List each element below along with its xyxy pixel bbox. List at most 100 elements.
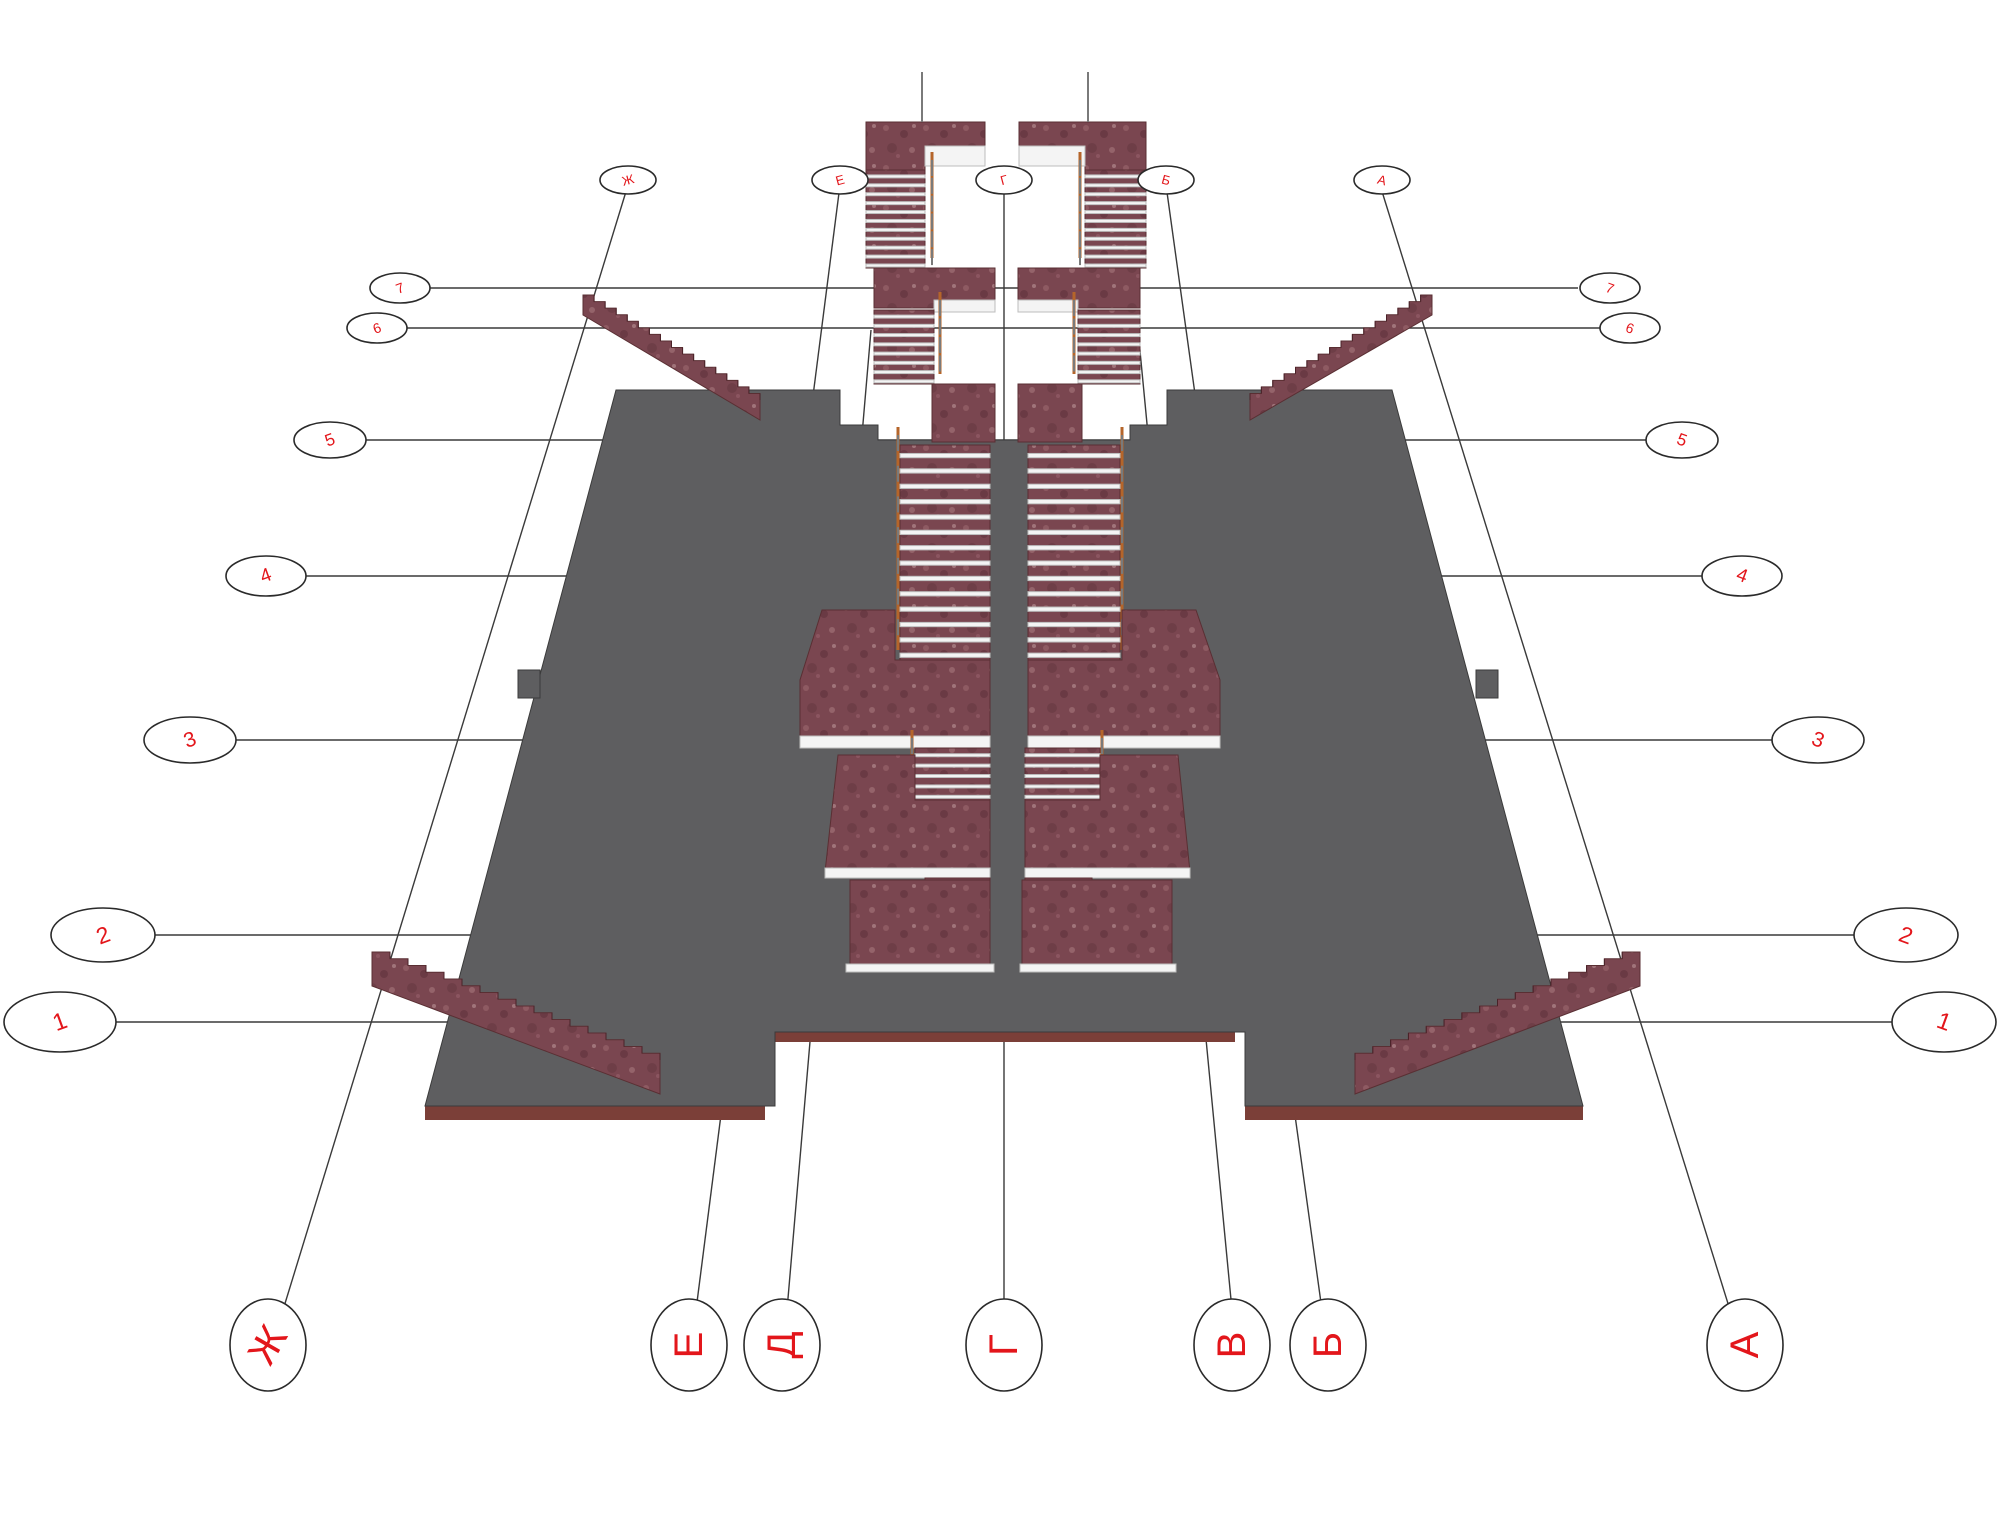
stair-tread (865, 201, 926, 206)
base-slab (424, 389, 1584, 1120)
lower-flight-left (910, 730, 991, 801)
stair-tread (1084, 227, 1147, 232)
stair-tread (1027, 621, 1121, 628)
stair-tread (1084, 245, 1147, 250)
number-bubbles: 7 6 5 4 3 2 1 7 6 5 4 3 2 1 (3, 272, 1997, 1053)
stair-tread (899, 452, 991, 459)
stair-tread (899, 621, 991, 628)
central-stairs (799, 72, 1221, 973)
bubble-2-right: 2 (1853, 907, 1959, 963)
stair-tread (865, 254, 926, 259)
stair-tread (899, 514, 991, 520)
letter-bubbles-bottom: Ж Е Д Г В Б А (229, 1298, 1784, 1392)
stair-tread (865, 218, 926, 223)
slab-stub-left (517, 669, 541, 699)
lower-landing-right (1017, 383, 1083, 443)
main-flight-right (1027, 427, 1124, 661)
stair-tread (873, 314, 935, 319)
bubble-label: В (1210, 1332, 1254, 1359)
stair-tread (865, 210, 926, 215)
stair-tread (873, 360, 935, 365)
middle-flight-left (873, 292, 942, 385)
slab-stub-right (1475, 669, 1499, 699)
stair-tread (899, 499, 991, 505)
stair-tread (1027, 637, 1121, 643)
bubble-label: А (1376, 172, 1389, 189)
bubble-6-left: 6 (346, 312, 408, 344)
bubble-label: А (1723, 1331, 1767, 1358)
stair-tread (914, 774, 991, 779)
stair-tread (865, 263, 926, 268)
stair-tread (914, 794, 991, 799)
stair-tread (899, 545, 991, 551)
stair-tread (873, 323, 935, 328)
axis-line-zh (282, 184, 629, 1311)
stair-tread (865, 183, 926, 188)
main-flight-left (896, 427, 991, 661)
bubble-g-top: Г (975, 165, 1033, 195)
stair-tread (865, 174, 926, 179)
bubble-e-top: Е (811, 165, 869, 195)
bubble-a-top: А (1353, 165, 1411, 195)
bottom-landing-right (1021, 879, 1173, 969)
stair-tread (1084, 183, 1147, 188)
bubble-e-bottom: Е (650, 1298, 728, 1392)
stair-tread (1024, 784, 1101, 789)
stair-tread (1024, 763, 1101, 768)
bubble-label: Д (760, 1331, 804, 1358)
bubble-g-bottom: Г (965, 1298, 1043, 1392)
stair-tread (1077, 379, 1141, 384)
stair-tread (865, 245, 926, 250)
bubble-4-left: 4 (225, 555, 307, 597)
big-landing-left-front (799, 735, 991, 749)
slab-notch-edge (775, 1032, 1235, 1042)
stair-tread (899, 637, 991, 643)
stair-tread (899, 591, 991, 597)
bubble-5-right: 5 (1645, 421, 1719, 459)
bubble-6-right: 6 (1599, 312, 1661, 344)
bubble-2-left: 2 (50, 907, 156, 963)
bubble-d-bottom: Д (743, 1298, 821, 1392)
stair-tread (865, 227, 926, 232)
flight-body (899, 444, 991, 661)
bottom-landing-right-front (1019, 963, 1177, 973)
stair-tread (1027, 606, 1121, 612)
bubble-4-right: 4 (1701, 555, 1783, 597)
stair-tread (1084, 254, 1147, 259)
bottom-landing-left (849, 879, 991, 969)
stair-tread (1084, 201, 1147, 206)
flight-body (1027, 444, 1121, 661)
stair-tread (1077, 351, 1141, 356)
letter-bubbles-top: Ж Е Г Б А (599, 165, 1411, 195)
second-landing-right-front (1024, 867, 1191, 879)
stair-tread (1077, 370, 1141, 375)
bubble-label: Е (834, 172, 847, 189)
bubble-1-right: 1 (1891, 991, 1997, 1053)
stair-tread (899, 575, 991, 582)
big-landing-left (799, 609, 991, 741)
stair-tread (1084, 218, 1147, 223)
bubble-zh-bottom: Ж (229, 1298, 307, 1392)
second-landing-left-front (824, 867, 991, 879)
stair-tread (1027, 499, 1121, 505)
stair-tread (865, 192, 926, 197)
stair-tread (1077, 360, 1141, 365)
bubble-v-bottom: В (1193, 1298, 1271, 1392)
bubble-7-right: 7 (1579, 272, 1641, 304)
stair-tread (1027, 560, 1121, 566)
bubble-label: Б (1160, 172, 1172, 189)
stair-tread (1027, 483, 1121, 489)
stair-tread (873, 351, 935, 356)
stair-tread (1027, 652, 1121, 658)
big-landing-right-front (1027, 735, 1221, 749)
stair-tread (899, 468, 991, 474)
stair-tread (1077, 342, 1141, 347)
stair-tread (1077, 323, 1141, 328)
stair-tread (1027, 575, 1121, 582)
stair-tread (899, 652, 991, 658)
stair-tread (914, 763, 991, 768)
stair-tread (865, 236, 926, 241)
bubble-b-bottom: Б (1289, 1298, 1367, 1392)
